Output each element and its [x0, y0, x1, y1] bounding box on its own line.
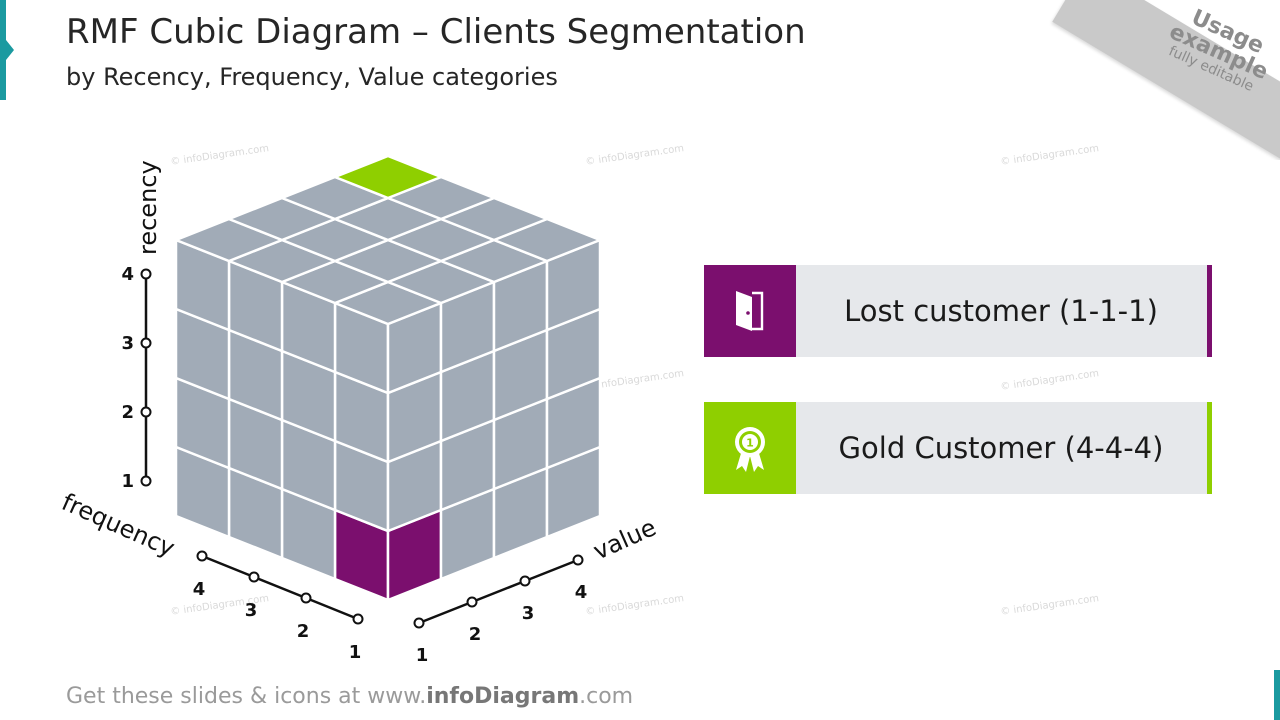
legend-accent-gold: [1207, 402, 1212, 494]
axis-tick-label-value: 4: [575, 582, 588, 603]
axis-tick-value: [466, 596, 478, 608]
footer-suffix: .com: [579, 684, 634, 709]
axis-tick-value: [519, 575, 531, 587]
legend-icon-box-gold: 1: [704, 402, 796, 494]
axis-tick-label-recency: 4: [121, 264, 134, 285]
axis-line-value: [418, 558, 579, 625]
right-accent-bar: [1274, 670, 1280, 720]
page-subtitle: by Recency, Frequency, Value categories: [66, 63, 558, 91]
footer-credit: Get these slides & icons at www.infoDiag…: [66, 684, 633, 709]
axis-tick-label-frequency: 2: [297, 621, 310, 642]
axis-tick-recency: [140, 337, 152, 349]
legend-item-lost-customer: Lost customer (1-1-1): [704, 265, 1212, 357]
axis-tick-label-value: 2: [469, 624, 482, 645]
legend-accent-lost: [1207, 265, 1212, 357]
axis-label-frequency: frequency: [58, 488, 179, 563]
axis-tick-label-recency: 2: [121, 402, 134, 423]
axis-tick-recency: [140, 475, 152, 487]
watermark: © infoDiagram.com: [999, 368, 1100, 393]
legend-label-gold: Gold Customer (4-4-4): [838, 431, 1164, 465]
axis-tick-label-frequency: 1: [349, 642, 362, 663]
axis-tick-recency: [140, 406, 152, 418]
svg-text:1: 1: [746, 437, 754, 450]
axis-tick-label-value: 3: [522, 603, 535, 624]
door-exit-icon: [736, 291, 764, 331]
page-title: RMF Cubic Diagram – Clients Segmentation: [66, 12, 806, 52]
axis-tick-frequency: [352, 613, 364, 625]
legend-label-lost: Lost customer (1-1-1): [844, 294, 1158, 328]
axis-tick-frequency: [300, 592, 312, 604]
legend-icon-box-lost: [704, 265, 796, 357]
footer-prefix: Get these slides & icons at www.: [66, 684, 427, 709]
award-medal-icon: 1: [735, 427, 765, 472]
cube-cell-top: [333, 154, 443, 200]
axis-tick-recency: [140, 268, 152, 280]
footer-brand: infoDiagram: [426, 684, 580, 709]
cube: [174, 154, 602, 602]
axis-tick-frequency: [248, 571, 260, 583]
axis-tick-label-value: 1: [416, 645, 429, 666]
axis-tick-frequency: [196, 550, 208, 562]
watermark: © infoDiagram.com: [999, 593, 1100, 618]
axis-line-frequency: [201, 554, 359, 621]
legend-item-gold-customer: 1 Gold Customer (4-4-4): [704, 402, 1212, 494]
axis-tick-label-frequency: 4: [193, 579, 206, 600]
axis-label-value: value: [589, 513, 660, 565]
axis-tick-label-frequency: 3: [245, 600, 258, 621]
axis-tick-label-recency: 1: [121, 471, 134, 492]
axis-tick-label-recency: 3: [121, 333, 134, 354]
rmf-cube-diagram: 1 2 3 4 1 2 3 4 1 2 3 4 recency frequency value: [58, 154, 660, 666]
left-accent-bar: [0, 0, 6, 100]
axis-tick-value: [413, 617, 425, 629]
axis-label-recency: recency: [134, 160, 162, 255]
left-accent-notch: [6, 40, 14, 60]
axis-tick-value: [572, 554, 584, 566]
axes: 1 2 3 4 1 2 3 4 1 2 3 4: [121, 264, 587, 666]
